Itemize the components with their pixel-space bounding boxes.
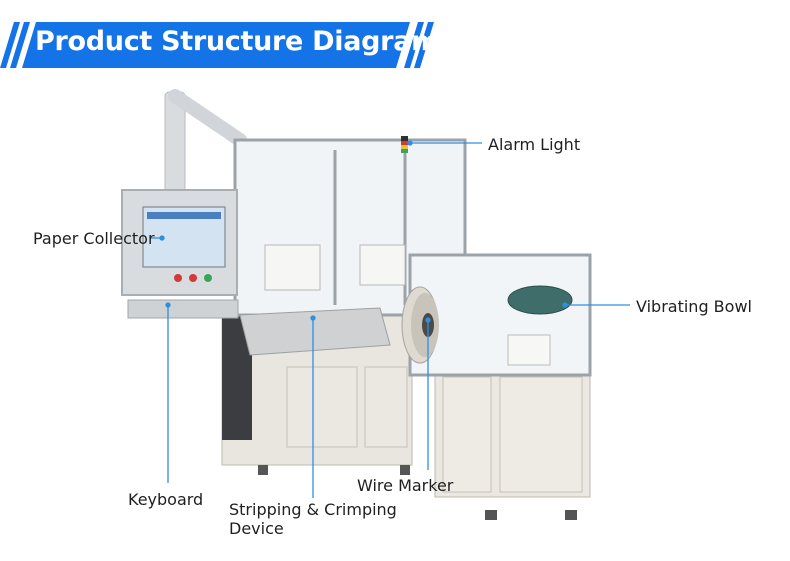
vibrating-bowl-enclosure — [408, 253, 592, 377]
label-stripping-line2: Device — [229, 519, 284, 538]
alarm-light-tower — [401, 136, 408, 153]
label-stripping-crimping: Stripping & Crimping Device — [229, 500, 397, 538]
title-banner — [0, 22, 434, 68]
label-stripping-line1: Stripping & Crimping — [229, 500, 397, 519]
wire-marker-reel — [401, 286, 439, 364]
label-alarm-light: Alarm Light — [488, 135, 581, 154]
banner-body — [22, 22, 410, 68]
feeder-cabinet — [434, 371, 591, 498]
diagram-title: Product Structure Diagram — [35, 26, 439, 57]
banner-stripe-left-1 — [0, 22, 20, 68]
label-paper-collector: Paper Collector — [33, 229, 155, 248]
upper-enclosure — [233, 138, 467, 317]
label-wire-marker: Wire Marker — [357, 476, 454, 495]
banner-stripe-right-2 — [414, 22, 434, 68]
banner-stripe-left-2 — [10, 22, 30, 68]
stripping-crimping-device — [239, 307, 391, 356]
control-panel — [121, 189, 239, 319]
leader-lines — [150, 140, 630, 498]
label-vibrating-bowl: Vibrating Bowl — [636, 297, 752, 316]
banner-stripe-right-1 — [404, 22, 424, 68]
machine-feet — [258, 465, 577, 520]
label-keyboard: Keyboard — [128, 490, 204, 509]
monitor-arm — [164, 89, 247, 193]
